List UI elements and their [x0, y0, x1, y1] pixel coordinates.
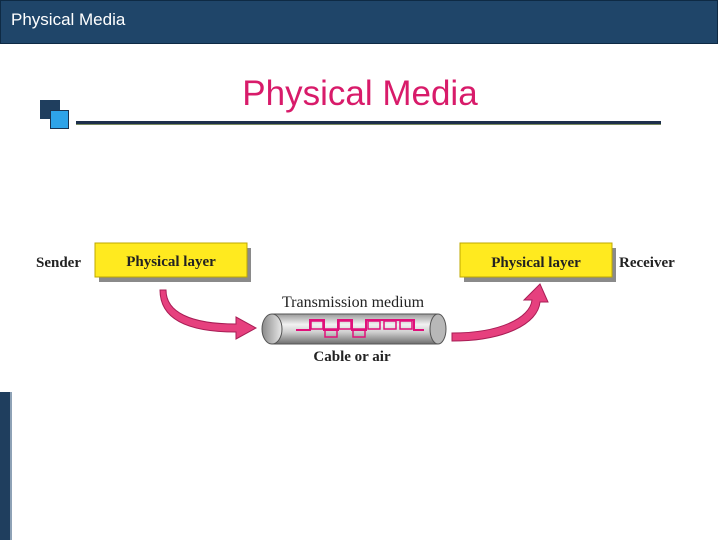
header-title: Physical Media — [11, 10, 126, 29]
left-curved-arrow — [159, 289, 258, 340]
tube-right-cap — [429, 313, 447, 345]
bullet-square-light — [50, 110, 69, 129]
slide-title: Physical Media — [242, 74, 478, 113]
sender-label: Sender — [36, 255, 81, 271]
tube-left-cap — [261, 313, 283, 345]
signal-bit — [310, 320, 324, 330]
signal-line — [296, 319, 424, 331]
cable-label: Cable or air — [313, 349, 391, 365]
signal-bit — [352, 328, 366, 338]
right-curved-arrow — [451, 283, 549, 342]
signal-bit — [399, 320, 413, 330]
left-physical-layer-box: Physical layer — [94, 242, 251, 282]
right-box-face — [459, 242, 613, 278]
signal-bit — [324, 328, 338, 338]
right-box-label: Physical layer — [491, 255, 581, 271]
left-box-face — [94, 242, 248, 278]
receiver-label: Receiver — [619, 255, 675, 271]
header-bar: Physical Media — [0, 0, 718, 44]
signal-bit — [367, 320, 381, 330]
title-underline — [76, 121, 661, 125]
left-box-label: Physical layer — [126, 254, 216, 270]
signal-bit — [383, 320, 397, 330]
right-physical-layer-box: Physical layer — [459, 242, 616, 282]
signal-bit — [338, 320, 352, 330]
left-accent-bar — [0, 392, 12, 540]
signal-wave — [296, 319, 424, 338]
medium-label: Transmission medium — [282, 294, 425, 311]
